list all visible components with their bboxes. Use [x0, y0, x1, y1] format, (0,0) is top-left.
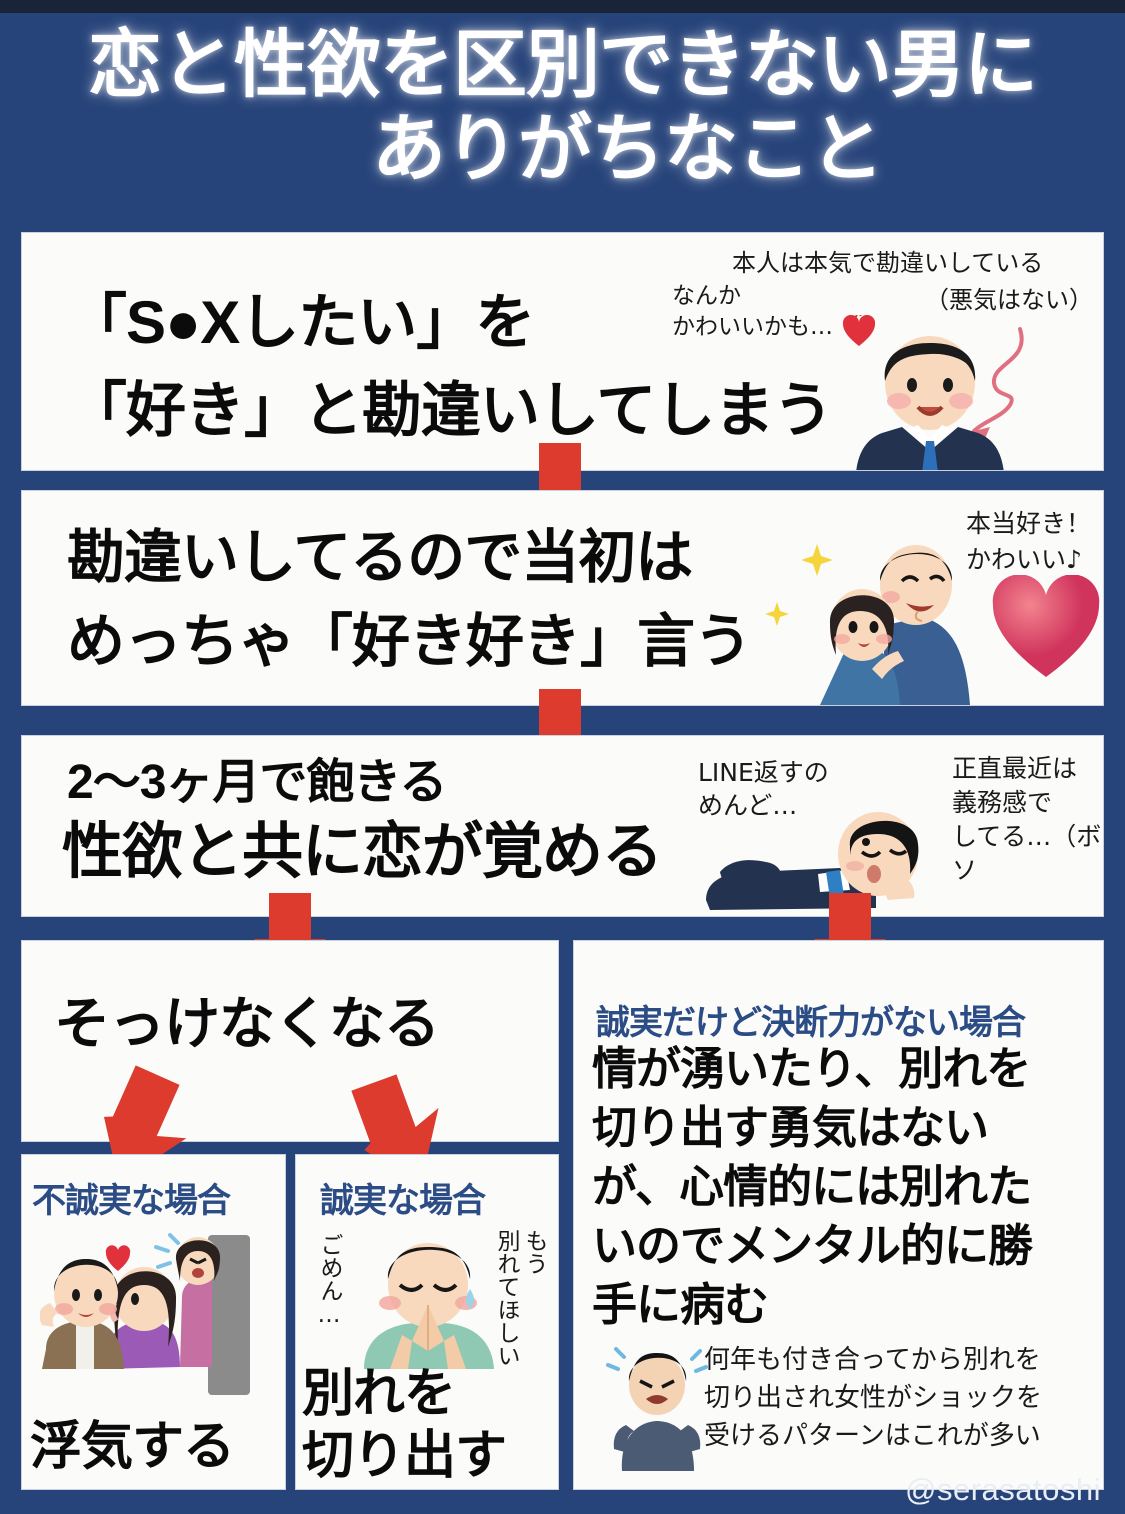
watermark: @serasatoshi — [905, 1472, 1101, 1507]
heart-icon — [842, 315, 876, 347]
note-honnin: 本人は本気で勘違いしている — [732, 249, 1044, 277]
branch-right-indecisive-panel: 誠実だけど決断力がない場合 情が湧いたり、別れを 切り出す勇気はない が、心情的… — [574, 941, 1103, 1489]
note-warugi: （悪気はない） — [925, 286, 1093, 314]
step-1-panel: 「S●Xしたい」を 「好き」と勘違いしてしまう 本人は本気で勘違いしている （悪… — [22, 233, 1103, 470]
branch-right-body: 情が湧いたり、別れを 切り出す勇気はない が、心情的には別れた いのでメンタル的… — [592, 1043, 1033, 1330]
illustration-stressed-man — [604, 1341, 709, 1471]
step-2-text: 勘違いしてるので当初は めっちゃ「好き好き」言う — [67, 525, 752, 674]
note-hontou: 本当好き！ かわいい♪ — [966, 509, 1092, 574]
illustration-happy-couple — [794, 529, 994, 705]
arrow-to-fuseijitsu — [95, 1065, 225, 1203]
illustration-smiling-businessman — [842, 323, 1017, 470]
branch-fuseijitsu-panel: 不誠実な場合 — [22, 1155, 285, 1489]
branch-seijitsu-panel: 誠実な場合 ごめん… もう 別れてほしい 別れを 切り出す — [296, 1155, 558, 1489]
sparkle-icon — [800, 543, 834, 577]
note-shoujiki: 正直最近は 義務感で してる…（ボソ — [952, 754, 1102, 885]
step-4-left-panel: そっけなくなる — [22, 941, 558, 1141]
branch-right-heading: 誠実だけど決断力がない場合 — [596, 1004, 1026, 1042]
note-line: LINE返すの めんど… — [698, 758, 829, 820]
step-3-text-small: 2〜3ヶ月で飽きる — [67, 756, 447, 809]
branch-seijitsu-heading: 誠実な場合 — [320, 1182, 486, 1220]
top-dark-strip — [0, 0, 1125, 13]
step-4-left-text: そっけなくなる — [54, 992, 440, 1055]
branch-fuseijitsu-result: 浮気する — [30, 1418, 235, 1476]
sparkle-icon — [764, 601, 790, 627]
illustration-bored-man-lying — [700, 804, 945, 916]
illustration-man-apologizing — [352, 1227, 502, 1369]
note-nanka: なんか かわいいかも… — [672, 283, 833, 340]
step-1-text: 「S●Xしたい」を 「好き」と勘違いしてしまう — [67, 289, 833, 444]
page-title: 恋と性欲を区別できない男に ありがちなこと — [0, 23, 1125, 191]
illustration-man-cheating — [40, 1219, 270, 1399]
step-3-panel: 2〜3ヶ月で飽きる 性欲と共に恋が覚める LINE返すの めんど… 正直最近は … — [22, 736, 1103, 916]
branch-right-note: 何年も付き合ってから別れを 切り出され女性がショックを 受けるパターンはこれが多… — [704, 1345, 1043, 1451]
branch-seijitsu-result: 別れを 切り出す — [302, 1365, 507, 1485]
infographic-stage: 恋と性欲を区別できない男に ありがちなこと 「S●Xしたい」を 「好き」と勘違い… — [0, 13, 1125, 1514]
big-heart-icon — [990, 575, 1102, 679]
step-3-text: 性欲と共に恋が覚める — [62, 817, 663, 885]
page-title-line2: ありがちなこと — [372, 107, 884, 190]
page-title-line1: 恋と性欲を区別できない男に — [88, 23, 1038, 106]
step-2-panel: 勘違いしてるので当初は めっちゃ「好き好き」言う 本当好き！ かわいい♪ — [22, 491, 1103, 705]
note-wakarete: もう 別れてほしい — [493, 1229, 547, 1367]
note-gomen: ごめん… — [316, 1233, 342, 1328]
branch-fuseijitsu-heading: 不誠実な場合 — [32, 1182, 231, 1220]
